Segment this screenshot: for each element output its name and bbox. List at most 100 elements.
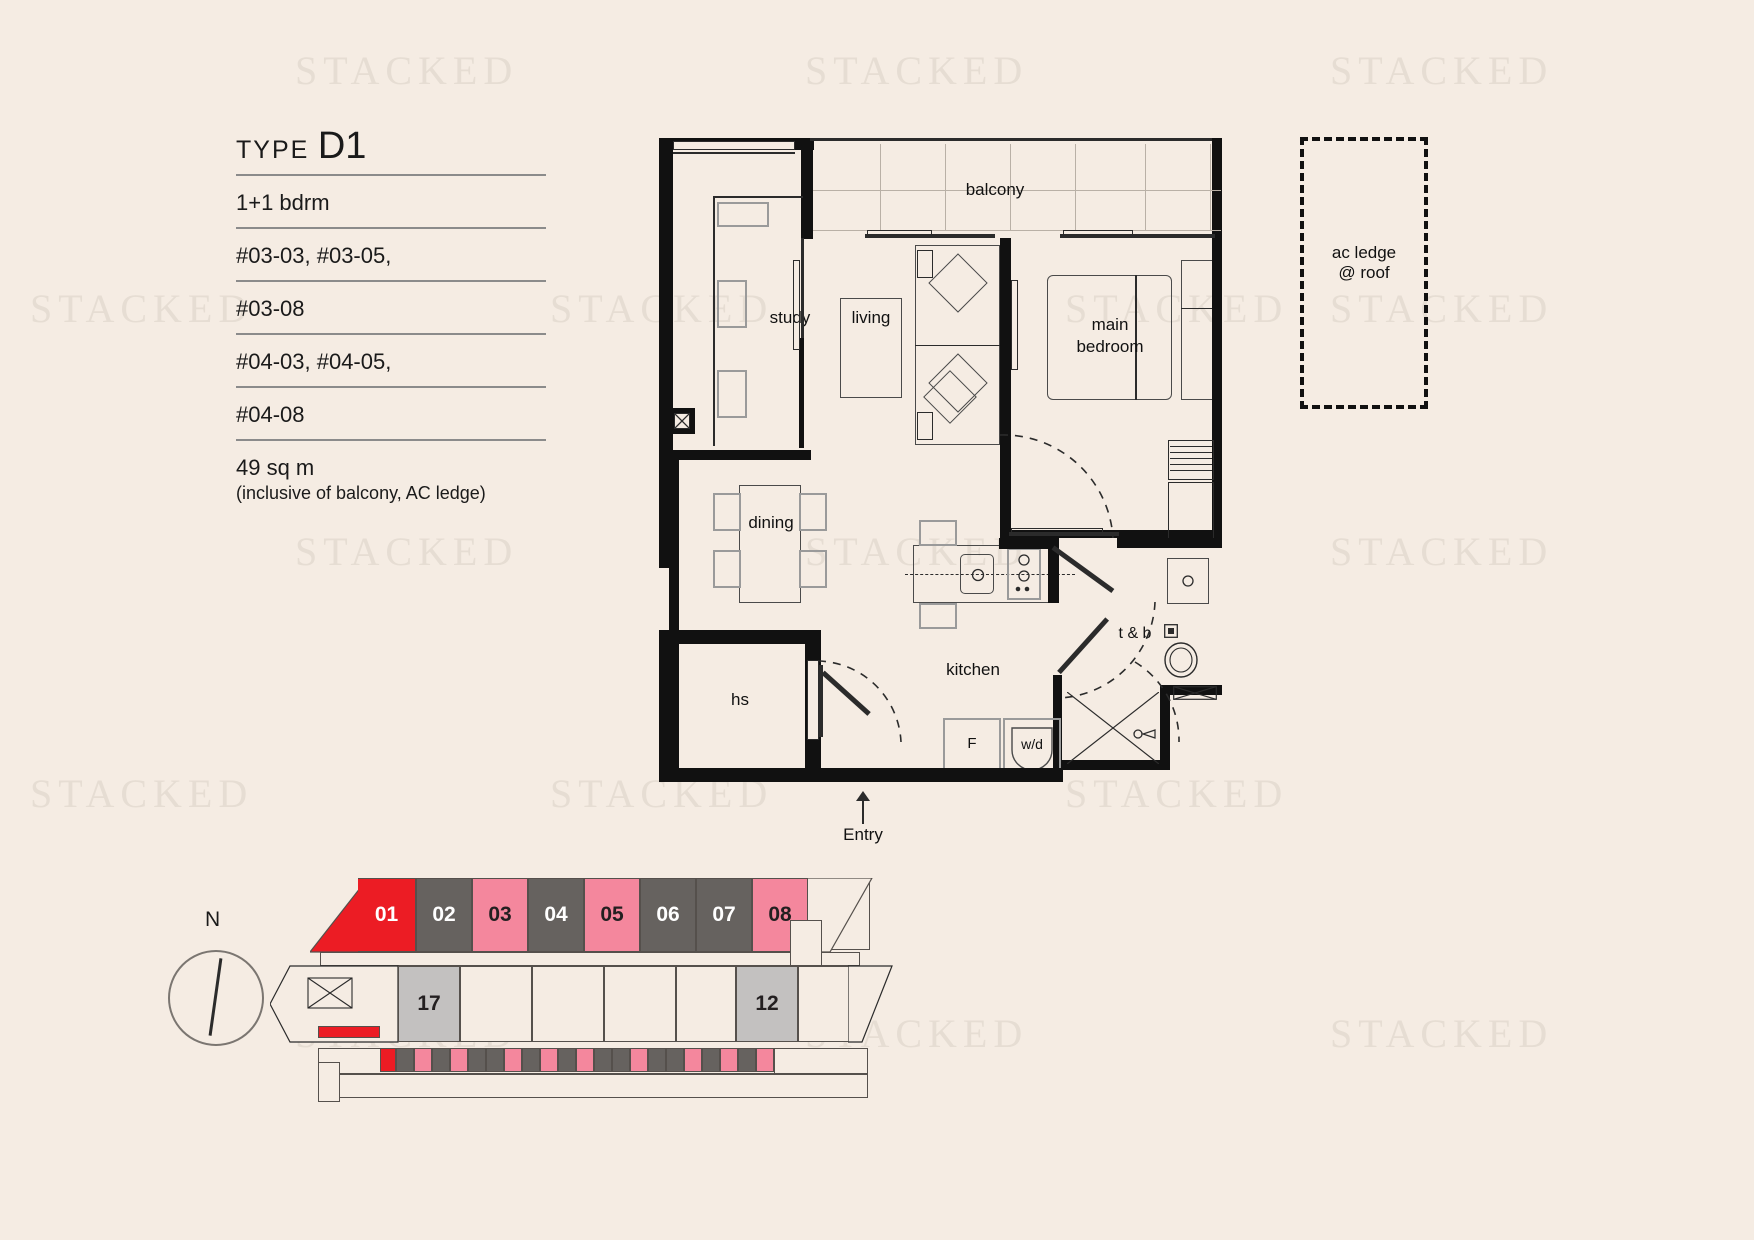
unit-list-line-2: #03-08 bbox=[236, 296, 305, 321]
keyplan-unit-03[interactable]: 03 bbox=[472, 878, 528, 952]
washer-dryer-label: w/d bbox=[1021, 736, 1043, 752]
louvre-slat bbox=[1170, 464, 1212, 466]
kitchen-sliding-door bbox=[1011, 528, 1103, 535]
wall-tb-top bbox=[1117, 538, 1222, 548]
mini-unit bbox=[486, 1048, 504, 1072]
mini-unit bbox=[720, 1048, 738, 1072]
keyplan-unit-empty[interactable] bbox=[676, 966, 736, 1042]
wall-exterior-bottom bbox=[659, 768, 914, 782]
study-desk bbox=[717, 202, 769, 227]
dining-chair bbox=[713, 493, 741, 531]
sofa-divider bbox=[915, 345, 1000, 347]
bed-headboard bbox=[1135, 275, 1137, 400]
keyplan-unit-04[interactable]: 04 bbox=[528, 878, 584, 952]
toilet-bath-label: t & b bbox=[1118, 625, 1152, 642]
wall-service-right bbox=[1160, 690, 1170, 770]
keyplan-unit-empty[interactable] bbox=[604, 966, 676, 1042]
wall-study-living-lower bbox=[799, 338, 804, 448]
balcony-label: balcony bbox=[965, 180, 1025, 199]
keyplan-unit-06[interactable]: 06 bbox=[640, 878, 696, 952]
wall-kitchen-top bbox=[999, 538, 1059, 549]
mini-unit bbox=[450, 1048, 468, 1072]
keyplan-unit-02[interactable]: 02 bbox=[416, 878, 472, 952]
hob-burner-icon bbox=[1015, 554, 1030, 592]
kitchen-hob bbox=[1007, 548, 1041, 600]
unit-list-line-3: #04-03, #04-05, bbox=[236, 349, 392, 374]
divider bbox=[236, 280, 546, 282]
louvre-slat bbox=[1170, 452, 1212, 454]
sliding-door-track bbox=[1060, 234, 1215, 238]
louvre-slat bbox=[1170, 446, 1212, 448]
wall-service-bottom bbox=[1053, 760, 1168, 770]
main-bedroom-label-line1: main bbox=[1091, 315, 1129, 334]
wall-service-top bbox=[1160, 685, 1222, 695]
kitchen-label: kitchen bbox=[946, 660, 1000, 679]
sliding-door-track bbox=[865, 234, 995, 238]
mini-unit bbox=[756, 1048, 774, 1072]
keyplan-unit-empty[interactable] bbox=[798, 966, 850, 1042]
floor-plan: balcony study living main bedroom bbox=[655, 130, 1235, 844]
wall-service-left bbox=[1053, 675, 1062, 770]
keyplan-unit-01[interactable]: 01 bbox=[358, 878, 416, 952]
kitchen-stool bbox=[919, 520, 957, 546]
basin-icon bbox=[1182, 575, 1194, 587]
unit-list-line-4: #04-08 bbox=[236, 402, 305, 427]
study-window bbox=[673, 141, 795, 150]
compass bbox=[168, 950, 264, 1046]
wall-entry-right bbox=[903, 768, 1063, 782]
mini-unit bbox=[648, 1048, 666, 1072]
main-bedroom-label-line2: bedroom bbox=[1076, 337, 1144, 356]
mini-strip-stub bbox=[318, 1062, 340, 1102]
mini-unit bbox=[702, 1048, 720, 1072]
watermark: STACKED bbox=[550, 285, 773, 332]
cross-icon bbox=[674, 413, 690, 429]
sliding-door-panel bbox=[1063, 230, 1133, 236]
wardrobe-divider bbox=[1181, 308, 1217, 310]
watermark: STACKED bbox=[805, 48, 1029, 93]
mini-unit bbox=[684, 1048, 702, 1072]
unit-list-line-1: #03-03, #03-05, bbox=[236, 243, 392, 268]
mini-strip-lower bbox=[318, 1074, 868, 1098]
balcony-tile-line bbox=[813, 230, 1221, 231]
mini-unit bbox=[666, 1048, 684, 1072]
keyplan-lower-left-wedge bbox=[270, 965, 399, 1043]
balcony-tile-line bbox=[1075, 144, 1076, 230]
study-sliding-panel bbox=[793, 260, 800, 350]
balcony-tile-line bbox=[1210, 144, 1211, 230]
mini-unit bbox=[522, 1048, 540, 1072]
mini-unit bbox=[540, 1048, 558, 1072]
wall-hs-top bbox=[669, 630, 821, 644]
keyplan-unit-07[interactable]: 07 bbox=[696, 878, 752, 952]
mini-strip-leftbox bbox=[318, 1026, 380, 1038]
divider bbox=[236, 174, 546, 176]
divider bbox=[236, 439, 546, 441]
wc-icon bbox=[1164, 642, 1198, 678]
keyplan-unit-empty[interactable] bbox=[532, 966, 604, 1042]
mini-unit bbox=[468, 1048, 486, 1072]
hs-door-frame bbox=[807, 660, 819, 740]
keyplan-stair-core bbox=[790, 920, 822, 966]
balcony-tile-line bbox=[945, 144, 946, 230]
mini-unit bbox=[594, 1048, 612, 1072]
entry-label: Entry bbox=[843, 825, 883, 844]
keyplan-corridor bbox=[320, 952, 860, 966]
keyplan-unit-empty[interactable] bbox=[460, 966, 532, 1042]
mini-unit bbox=[504, 1048, 522, 1072]
divider bbox=[236, 333, 546, 335]
mini-unit bbox=[380, 1048, 396, 1072]
keyplan-unit-05[interactable]: 05 bbox=[584, 878, 640, 952]
study-shelf bbox=[717, 370, 747, 418]
type-code: D1 bbox=[317, 125, 367, 167]
mini-unit bbox=[432, 1048, 450, 1072]
balcony-tile-line bbox=[880, 144, 881, 230]
watermark: STACKED bbox=[1065, 286, 1289, 331]
keyplan-lower-right-wedge bbox=[848, 965, 893, 1043]
sliding-door-panel bbox=[867, 230, 932, 236]
keyplan-unit-12[interactable]: 12 bbox=[736, 966, 798, 1042]
wall-study-living bbox=[801, 238, 804, 338]
keyplan-unit-17[interactable]: 17 bbox=[398, 966, 460, 1042]
watermark: STACKED bbox=[1330, 529, 1554, 574]
counter-centreline bbox=[905, 574, 1075, 576]
mini-unit bbox=[630, 1048, 648, 1072]
sofa-arm bbox=[917, 412, 933, 440]
